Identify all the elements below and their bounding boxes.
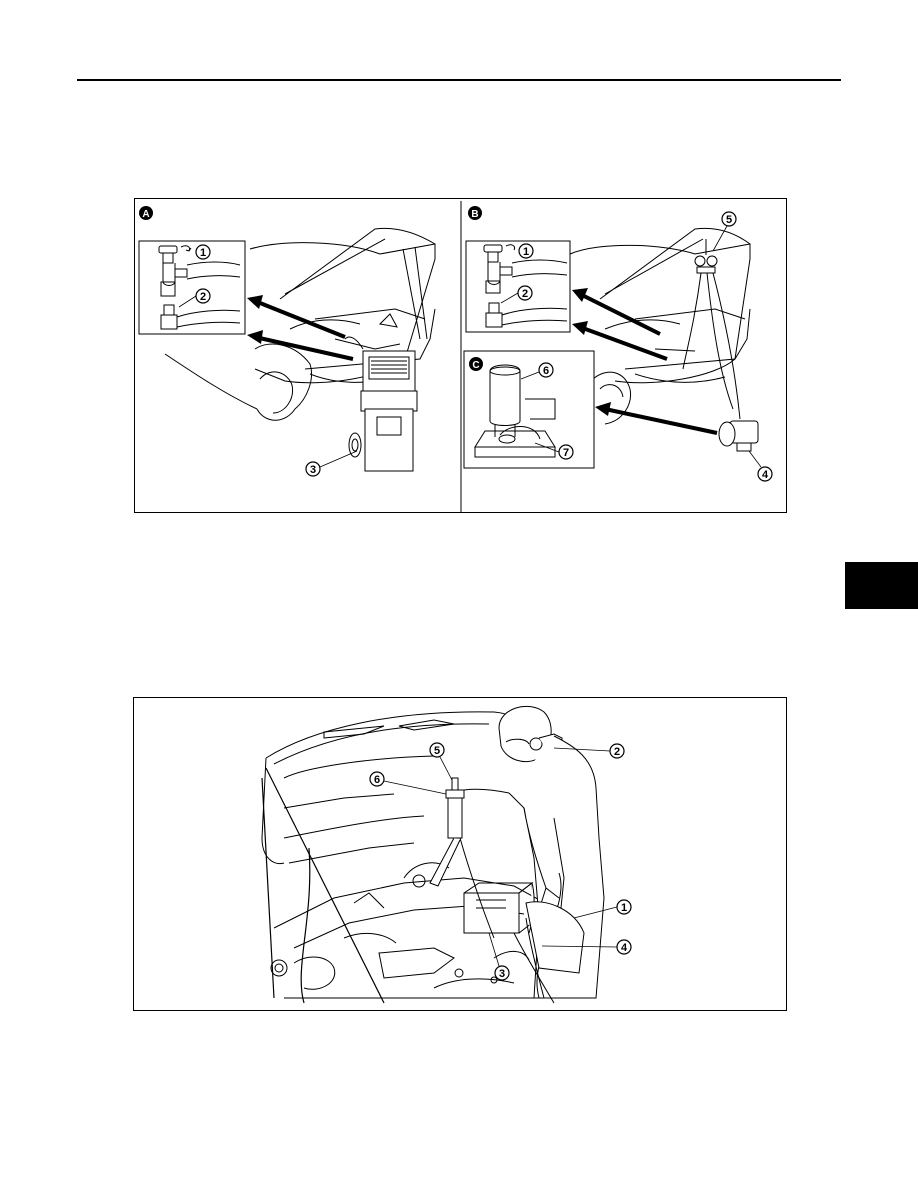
callout-a-3: 3 (310, 464, 316, 476)
figure-1-illustration: A 1 2 3 (138, 201, 773, 512)
callout-b-1: 1 (523, 246, 529, 258)
panel-b-valve-inset (465, 240, 571, 333)
panel-a-arrows (247, 295, 354, 361)
callout-2-3: 3 (499, 968, 505, 980)
callout-2-5: 5 (434, 745, 440, 757)
figure-oil-injection-procedure: 1 2 3 4 5 6 (133, 697, 787, 1011)
header-rule (77, 79, 841, 81)
callout-2-6: 6 (374, 774, 380, 786)
figure-2-illustration: 1 2 3 4 5 6 (261, 705, 632, 1004)
callout-a-1: 1 (200, 247, 206, 259)
open-hood-drawing (261, 711, 511, 865)
vacuum-pump (718, 420, 759, 452)
callout-b-4: 4 (762, 469, 769, 481)
hood-struts (261, 767, 385, 1004)
panel-a-callouts: A 1 2 3 (139, 206, 358, 477)
figure-refrigerant-service-equipment: A 1 2 3 (134, 198, 787, 513)
gauge-manifold (682, 239, 741, 420)
callout-b-5: 5 (726, 214, 732, 226)
panel-c-badge: C (472, 360, 479, 371)
panel-a-valve-inset (138, 240, 246, 335)
oil-injector (429, 777, 495, 939)
callout-c-6: 6 (543, 365, 549, 377)
callout-a-2: 2 (200, 291, 206, 303)
section-tab (845, 562, 918, 609)
panel-b-car-drawing (569, 227, 751, 425)
panel-b-badge: B (471, 209, 478, 220)
panel-a-car-drawing (164, 227, 436, 421)
callout-b-2: 2 (522, 288, 528, 300)
engine-bay-drawing (270, 862, 564, 999)
technician-figure (463, 705, 605, 999)
panel-c-oil-injector-inset (463, 350, 595, 469)
service-hose (513, 917, 555, 1004)
callout-2-2: 2 (614, 746, 620, 758)
panel-b-arrows (572, 288, 718, 435)
panel-a-badge: A (142, 209, 149, 220)
callout-2-4: 4 (621, 942, 628, 954)
panel-b-callouts: B 1 2 4 5 C 6 7 (468, 206, 773, 482)
recovery-recycling-machine (344, 336, 418, 472)
callout-2-1: 1 (621, 902, 627, 914)
callout-c-7: 7 (563, 447, 569, 459)
figure-2-callouts: 1 2 3 4 5 6 (369, 742, 632, 981)
